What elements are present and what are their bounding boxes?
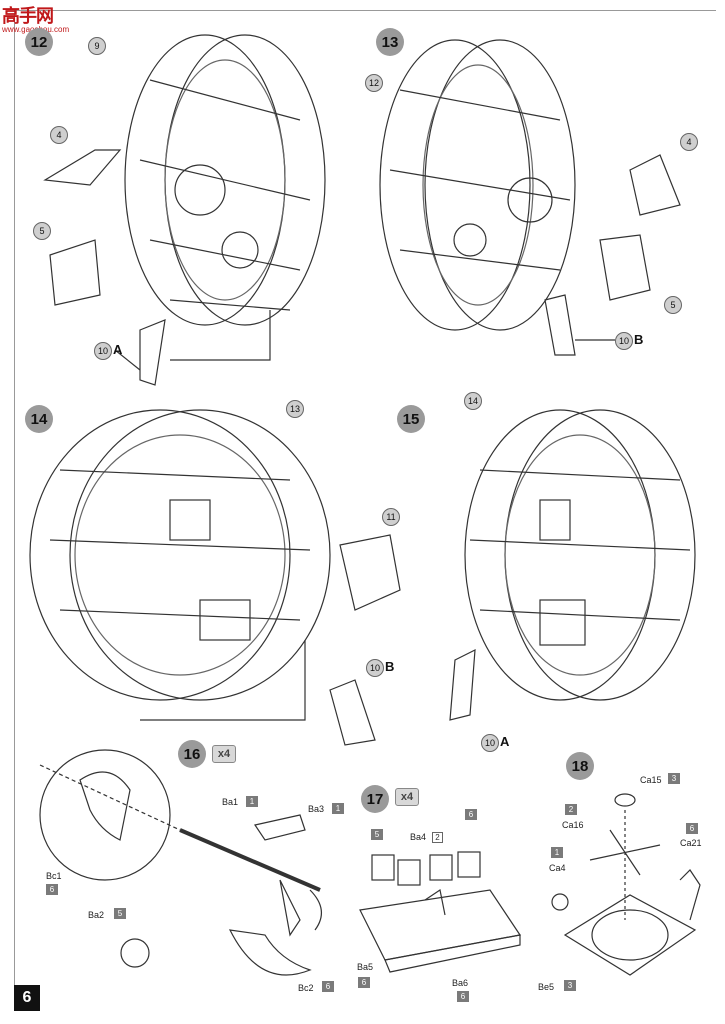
step16-mg-drawing xyxy=(39,749,322,976)
part-label-ba4: Ba4 xyxy=(410,832,427,842)
step-number-14: 14 xyxy=(25,405,53,433)
part-label-ca4: Ca4 xyxy=(549,863,566,873)
sprue-badge: 3 xyxy=(564,980,576,991)
callout-part-5: 5 xyxy=(664,296,682,314)
page-border xyxy=(14,10,716,1011)
callout-letter-b: B xyxy=(634,332,644,347)
part-label-ba3: Ba3 xyxy=(308,804,325,814)
quantity-multiplier: x4 xyxy=(395,788,419,806)
sprue-badge: 6 xyxy=(322,981,334,992)
sprue-badge: 5 xyxy=(114,908,126,919)
step13-wheel-drawing xyxy=(379,39,681,356)
step15-wheel-drawing xyxy=(449,409,696,721)
callout-part-9: 9 xyxy=(88,37,106,55)
part-label-ca15: Ca15 xyxy=(640,775,662,785)
sprue-badge: 1 xyxy=(551,847,563,858)
callout-part-10: 10 xyxy=(481,734,499,752)
callout-part-4: 4 xyxy=(50,126,68,144)
part-label-ba1: Ba1 xyxy=(222,797,239,807)
callout-part-10: 10 xyxy=(615,332,633,350)
sprue-badge: 6 xyxy=(457,991,469,1002)
sprue-badge: 6 xyxy=(686,823,698,834)
callout-part-14: 14 xyxy=(464,392,482,410)
step17-ammo-drawing xyxy=(359,851,522,973)
step-number-15: 15 xyxy=(397,405,425,433)
page-number: 6 xyxy=(14,985,40,1011)
part-label-ca16: Ca16 xyxy=(562,820,584,830)
part-label-ba6: Ba6 xyxy=(452,978,469,988)
quantity-multiplier: x4 xyxy=(212,745,236,763)
part-label-ba5: Ba5 xyxy=(357,962,374,972)
step18-fan-drawing xyxy=(551,793,701,976)
part-label-bc1: Bc1 xyxy=(46,871,62,881)
callout-part-12: 12 xyxy=(365,74,383,92)
sprue-badge: 6 xyxy=(46,884,58,895)
callout-letter-a: A xyxy=(500,734,510,749)
sprue-badge: 1 xyxy=(332,803,344,814)
part-label-bc2: Bc2 xyxy=(298,983,314,993)
callout-letter-a: A xyxy=(113,342,123,357)
part-label-ba2: Ba2 xyxy=(88,910,105,920)
callout-part-11: 11 xyxy=(382,508,400,526)
sprue-badge: 2 xyxy=(432,832,443,843)
callout-part-5: 5 xyxy=(33,222,51,240)
part-label-be5: Be5 xyxy=(538,982,555,992)
callout-part-10: 10 xyxy=(366,659,384,677)
sprue-badge: 5 xyxy=(371,829,383,840)
sprue-badge: 2 xyxy=(565,804,577,815)
callout-part-13: 13 xyxy=(286,400,304,418)
callout-part-4: 4 xyxy=(680,133,698,151)
step-number-13: 13 xyxy=(376,28,404,56)
part-label-ca21: Ca21 xyxy=(680,838,702,848)
step14-wheel-drawing xyxy=(29,409,401,746)
step-number-18: 18 xyxy=(566,752,594,780)
step-number-12: 12 xyxy=(25,28,53,56)
callout-letter-b: B xyxy=(385,659,395,674)
callout-part-10: 10 xyxy=(94,342,112,360)
step-number-16: 16 xyxy=(178,740,206,768)
step-number-17: 17 xyxy=(361,785,389,813)
sprue-badge: 1 xyxy=(246,796,258,807)
step12-wheel-drawing xyxy=(43,34,326,386)
sprue-badge: 6 xyxy=(358,977,370,988)
sprue-badge: 6 xyxy=(465,809,477,820)
sprue-badge: 3 xyxy=(668,773,680,784)
logo-text: 高手网 xyxy=(2,6,54,26)
